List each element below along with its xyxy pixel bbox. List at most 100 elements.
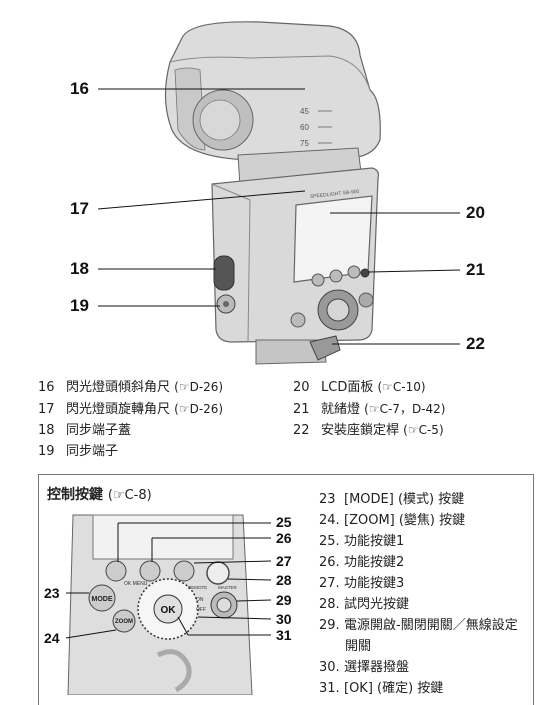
controls-title-text: 控制按鍵 — [47, 487, 103, 503]
callout-28: 28 — [276, 572, 292, 588]
controls-box-title: 控制按鍵 (☞C-8) — [47, 484, 152, 504]
legend-num: 17 — [38, 402, 55, 417]
callout-21: 21 — [466, 260, 485, 279]
function-button-3 — [173, 560, 195, 582]
control-text: [OK] (確定) 按鍵 — [344, 681, 444, 696]
ok-button — [153, 594, 183, 624]
mounting-foot-lock-lever — [309, 335, 341, 361]
power-switch — [358, 292, 374, 308]
legend-text: 安裝座鎖定桿 — [321, 423, 400, 438]
control-text: 功能按鍵3 — [344, 576, 405, 591]
legend-item-18: 18 同步端子蓋 — [38, 419, 131, 438]
control-item-28: 28. 試閃光按鍵 — [319, 593, 409, 612]
legend-num: 20 — [293, 380, 310, 395]
remote-label: REMOTE — [188, 585, 207, 590]
ok-label: OK — [161, 605, 177, 616]
test-firing-button — [206, 561, 230, 585]
callout-24: 24 — [44, 630, 60, 646]
brand-marking: SPEEDLIGHT SB-900 — [310, 189, 360, 200]
legend-text: LCD面板 — [321, 380, 374, 395]
control-text: 試閃光按鍵 — [344, 597, 410, 612]
function-button-1 — [311, 273, 325, 287]
page-ref: (☞D-26) — [174, 402, 224, 416]
zoom-button — [112, 609, 136, 633]
tilt-angle-60: 60 — [300, 123, 309, 132]
legend-num: 19 — [38, 444, 55, 459]
tilt-angle-75: 75 — [300, 139, 309, 148]
ok-menu-label: OK MENU — [124, 581, 148, 587]
callout-17: 17 — [70, 199, 89, 218]
legend-text: 就緒燈 — [321, 402, 361, 417]
mode-button — [290, 312, 306, 328]
control-item-23: 23 [MODE] (模式) 按鍵 — [319, 488, 464, 507]
control-item-30: 30. 選擇器撥盤 — [319, 656, 409, 675]
callout-20: 20 — [466, 203, 485, 222]
callout-22: 22 — [466, 334, 485, 353]
legend-item-20: 20 LCD面板 (☞C-10) — [293, 376, 426, 395]
legend-num: 22 — [293, 423, 310, 438]
callout-29: 29 — [276, 592, 292, 608]
control-item-25: 25. 功能按鍵1 — [319, 530, 404, 549]
page-ref: (☞D-26) — [174, 380, 224, 394]
control-item-26: 26. 功能按鍵2 — [319, 551, 404, 570]
callout-16: 16 — [70, 79, 89, 98]
control-text: 選擇器撥盤 — [344, 660, 410, 675]
master-label: MASTER — [218, 585, 238, 590]
control-text: 功能按鍵1 — [344, 534, 405, 549]
legend-item-19: 19 同步端子 — [38, 440, 118, 459]
legend-num: 18 — [38, 423, 55, 438]
callout-30: 30 — [276, 611, 292, 627]
control-num: 31. — [319, 681, 340, 696]
mounting-foot — [255, 339, 327, 365]
page-ref: (☞C-5) — [403, 423, 444, 437]
sync-terminal-cover — [213, 255, 235, 291]
legend-text: 同步端子蓋 — [66, 423, 132, 438]
flash-unit-illustration: 45 60 75 SPEEDLIGHT SB-900 — [97, 21, 461, 365]
controls-box — [38, 474, 534, 705]
legend-num: 16 — [38, 380, 55, 395]
function-button-3 — [347, 265, 361, 279]
legend-num: 21 — [293, 402, 310, 417]
page-ref: (☞C-7，D-42) — [364, 402, 446, 416]
legend-item-21: 21 就緒燈 (☞C-7，D-42) — [293, 398, 445, 417]
lcd-panel — [293, 195, 373, 283]
control-item-31: 31. [OK] (確定) 按鍵 — [319, 677, 443, 696]
control-item-27: 27. 功能按鍵3 — [319, 572, 404, 591]
page-ref: (☞C-10) — [377, 380, 426, 394]
legend-item-16: 16 閃光燈頭傾斜角尺 (☞D-26) — [38, 376, 223, 395]
control-text: [MODE] (模式) 按鍵 — [344, 492, 465, 507]
control-item-29: 29. 電源開啟-關閉開關／無線設定 — [319, 614, 518, 633]
control-num: 26. — [319, 555, 340, 570]
page-ref: (☞C-8) — [107, 488, 152, 503]
control-num: 23 — [319, 492, 336, 507]
function-button-1 — [105, 560, 127, 582]
mode-label: MODE — [92, 596, 113, 603]
callout-27: 27 — [276, 553, 292, 569]
off-label: OFF — [196, 607, 206, 613]
function-button-2 — [329, 269, 343, 283]
control-num: 24. — [319, 513, 340, 528]
control-num: 29. — [319, 618, 340, 633]
callout-19: 19 — [70, 296, 89, 315]
legend-item-22: 22 安裝座鎖定桿 (☞C-5) — [293, 419, 444, 438]
function-button-2 — [139, 560, 161, 582]
control-num: 28. — [319, 597, 340, 612]
ready-light — [360, 268, 370, 278]
legend-text: 同步端子 — [66, 444, 119, 459]
control-text: 電源開啟-關閉開關／無線設定 — [344, 618, 518, 633]
control-num: 30. — [319, 660, 340, 675]
legend-text: 閃光燈頭傾斜角尺 — [66, 380, 171, 395]
callout-25: 25 — [276, 514, 292, 530]
control-num: 25. — [319, 534, 340, 549]
control-text: 功能按鍵2 — [344, 555, 405, 570]
control-item-24: 24. [ZOOM] (變焦) 按鍵 — [319, 509, 465, 528]
control-text: [ZOOM] (變焦) 按鍵 — [344, 513, 466, 528]
callout-26: 26 — [276, 530, 292, 546]
tilt-angle-45: 45 — [300, 107, 309, 116]
control-panel-illustration: MODE ZOOM OK MENU OK ON OFF REMOTE MASTE… — [65, 514, 272, 695]
mode-button — [88, 584, 116, 612]
callout-23: 23 — [44, 585, 60, 601]
control-item-29-continuation: 開關 — [345, 639, 372, 654]
control-num: 27. — [319, 576, 340, 591]
